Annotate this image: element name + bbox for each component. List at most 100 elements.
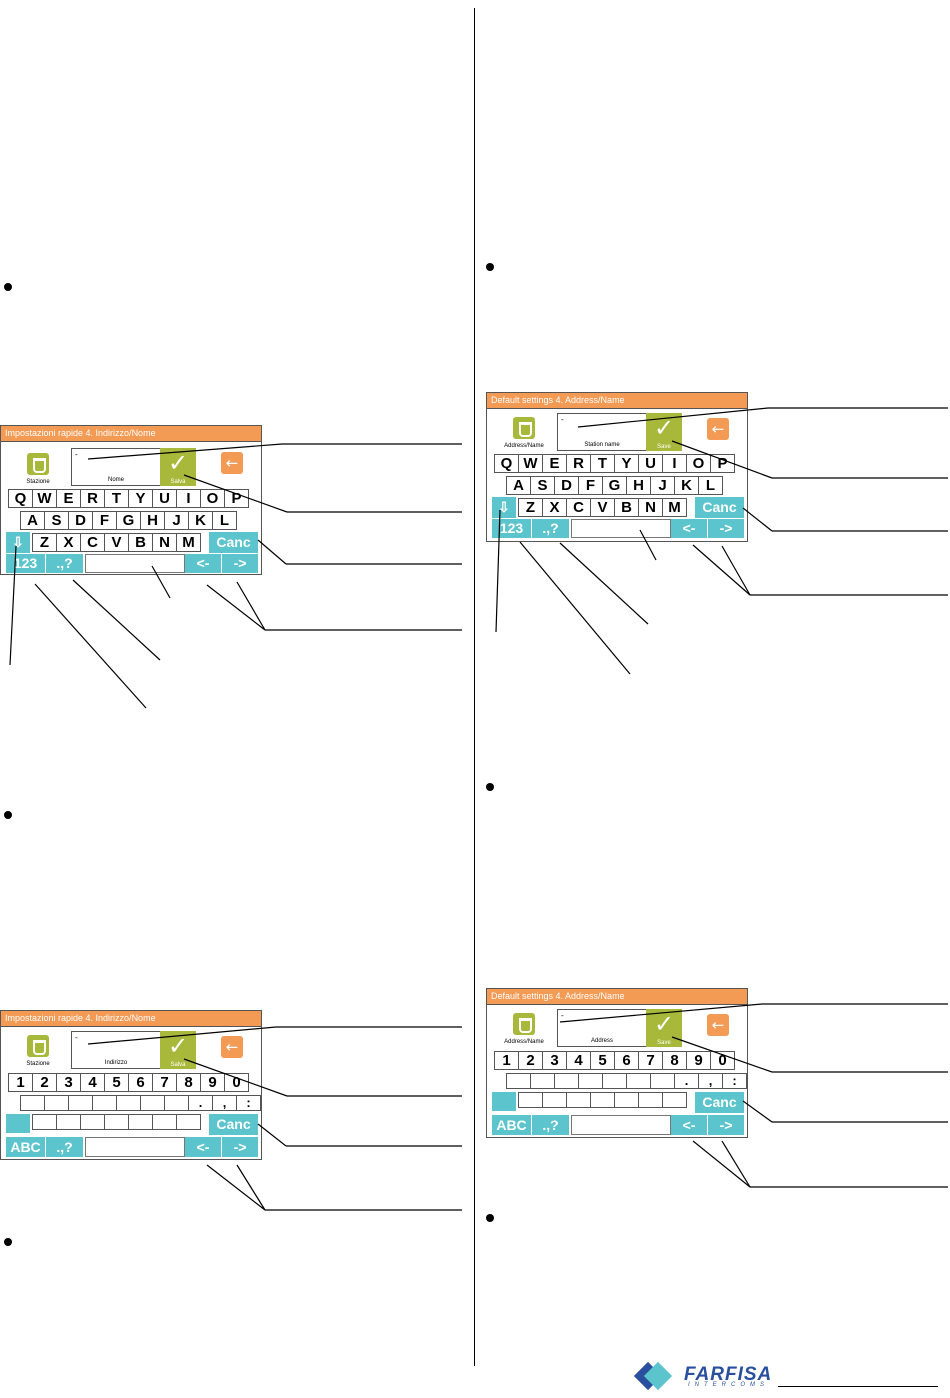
key[interactable]: ,	[698, 1073, 723, 1089]
space-key[interactable]	[571, 1115, 671, 1135]
key[interactable]: V	[104, 533, 129, 552]
delete-key[interactable]: Canc	[209, 1114, 259, 1135]
punctuation-key[interactable]: .,?	[46, 554, 84, 573]
punctuation-key[interactable]: .,?	[46, 1137, 84, 1157]
key[interactable]	[650, 1073, 675, 1089]
key[interactable]: 8	[662, 1051, 687, 1070]
key[interactable]: T	[590, 454, 615, 473]
station-icon[interactable]	[513, 1013, 535, 1035]
key[interactable]: 4	[566, 1051, 591, 1070]
key[interactable]: E	[542, 454, 567, 473]
cursor-left-key[interactable]: <-	[671, 1115, 708, 1135]
key[interactable]	[152, 1114, 177, 1130]
key[interactable]: M	[176, 533, 201, 552]
key[interactable]: C	[80, 533, 105, 552]
key[interactable]: .	[674, 1073, 699, 1089]
address-input-field[interactable]: - Address	[557, 1009, 647, 1047]
key[interactable]	[506, 1073, 531, 1089]
key[interactable]	[554, 1073, 579, 1089]
key[interactable]	[32, 1114, 57, 1130]
key[interactable]: :	[236, 1095, 261, 1111]
key[interactable]: Z	[518, 498, 543, 517]
key[interactable]	[104, 1114, 129, 1130]
key[interactable]: W	[518, 454, 543, 473]
key[interactable]: Q	[494, 454, 519, 473]
key[interactable]	[80, 1114, 105, 1130]
name-input-field[interactable]: - Station name	[557, 413, 647, 451]
station-icon[interactable]	[513, 417, 535, 439]
blank-function-key[interactable]	[492, 1092, 517, 1111]
key[interactable]: Z	[32, 533, 57, 552]
shift-key[interactable]: ⇩	[6, 532, 31, 553]
key[interactable]	[614, 1092, 639, 1108]
key[interactable]: L	[698, 476, 723, 495]
save-button[interactable]: ✓ Salva	[160, 1031, 196, 1069]
key[interactable]	[92, 1095, 117, 1111]
numbers-mode-key[interactable]: 123	[6, 554, 46, 573]
key[interactable]: :	[722, 1073, 747, 1089]
back-arrow-icon[interactable]: ←	[221, 452, 243, 474]
key[interactable]	[56, 1114, 81, 1130]
key[interactable]: K	[674, 476, 699, 495]
key[interactable]: B	[128, 533, 153, 552]
key[interactable]	[542, 1092, 567, 1108]
delete-key[interactable]: Canc	[695, 497, 745, 518]
key[interactable]	[662, 1092, 687, 1108]
key[interactable]	[44, 1095, 69, 1111]
key[interactable]	[518, 1092, 543, 1108]
key[interactable]: 1	[494, 1051, 519, 1070]
delete-key[interactable]: Canc	[695, 1092, 745, 1113]
key[interactable]: R	[566, 454, 591, 473]
key[interactable]: D	[554, 476, 579, 495]
key[interactable]: 9	[200, 1073, 225, 1092]
key[interactable]: A	[506, 476, 531, 495]
key[interactable]: 7	[152, 1073, 177, 1092]
key[interactable]: H	[626, 476, 651, 495]
key[interactable]: F	[578, 476, 603, 495]
key[interactable]: 0	[224, 1073, 249, 1092]
cursor-left-key[interactable]: <-	[185, 1137, 222, 1157]
key[interactable]: 2	[518, 1051, 543, 1070]
key[interactable]: X	[56, 533, 81, 552]
name-input-field[interactable]: - Nome	[71, 448, 161, 486]
key[interactable]	[590, 1092, 615, 1108]
space-key[interactable]	[571, 519, 671, 538]
key[interactable]	[638, 1092, 663, 1108]
key[interactable]: O	[686, 454, 711, 473]
key[interactable]: 4	[80, 1073, 105, 1092]
key[interactable]: 2	[32, 1073, 57, 1092]
key[interactable]: I	[662, 454, 687, 473]
key[interactable]: U	[638, 454, 663, 473]
key[interactable]	[566, 1092, 591, 1108]
punctuation-key[interactable]: .,?	[532, 519, 570, 538]
cursor-right-key[interactable]: ->	[222, 1137, 259, 1157]
key[interactable]: Y	[614, 454, 639, 473]
key[interactable]: U	[152, 489, 177, 508]
key[interactable]	[530, 1073, 555, 1089]
key[interactable]: T	[104, 489, 129, 508]
key[interactable]: K	[188, 511, 213, 530]
key[interactable]: B	[614, 498, 639, 517]
key[interactable]	[140, 1095, 165, 1111]
key[interactable]: J	[650, 476, 675, 495]
key[interactable]	[20, 1095, 45, 1111]
key[interactable]: ,	[212, 1095, 237, 1111]
cursor-right-key[interactable]: ->	[222, 554, 259, 573]
key[interactable]: 6	[614, 1051, 639, 1070]
cursor-right-key[interactable]: ->	[708, 1115, 745, 1135]
key[interactable]: M	[662, 498, 687, 517]
key[interactable]: V	[590, 498, 615, 517]
save-button[interactable]: ✓ Save	[646, 413, 682, 451]
letters-mode-key[interactable]: ABC	[6, 1137, 46, 1157]
space-key[interactable]	[85, 1137, 185, 1157]
key[interactable]: E	[56, 489, 81, 508]
key[interactable]: 5	[590, 1051, 615, 1070]
key[interactable]: O	[200, 489, 225, 508]
station-icon[interactable]	[27, 453, 49, 475]
key[interactable]: N	[152, 533, 177, 552]
key[interactable]	[626, 1073, 651, 1089]
key[interactable]	[128, 1114, 153, 1130]
key[interactable]: S	[530, 476, 555, 495]
address-input-field[interactable]: - Indirizzo	[71, 1031, 161, 1069]
key[interactable]: A	[20, 511, 45, 530]
